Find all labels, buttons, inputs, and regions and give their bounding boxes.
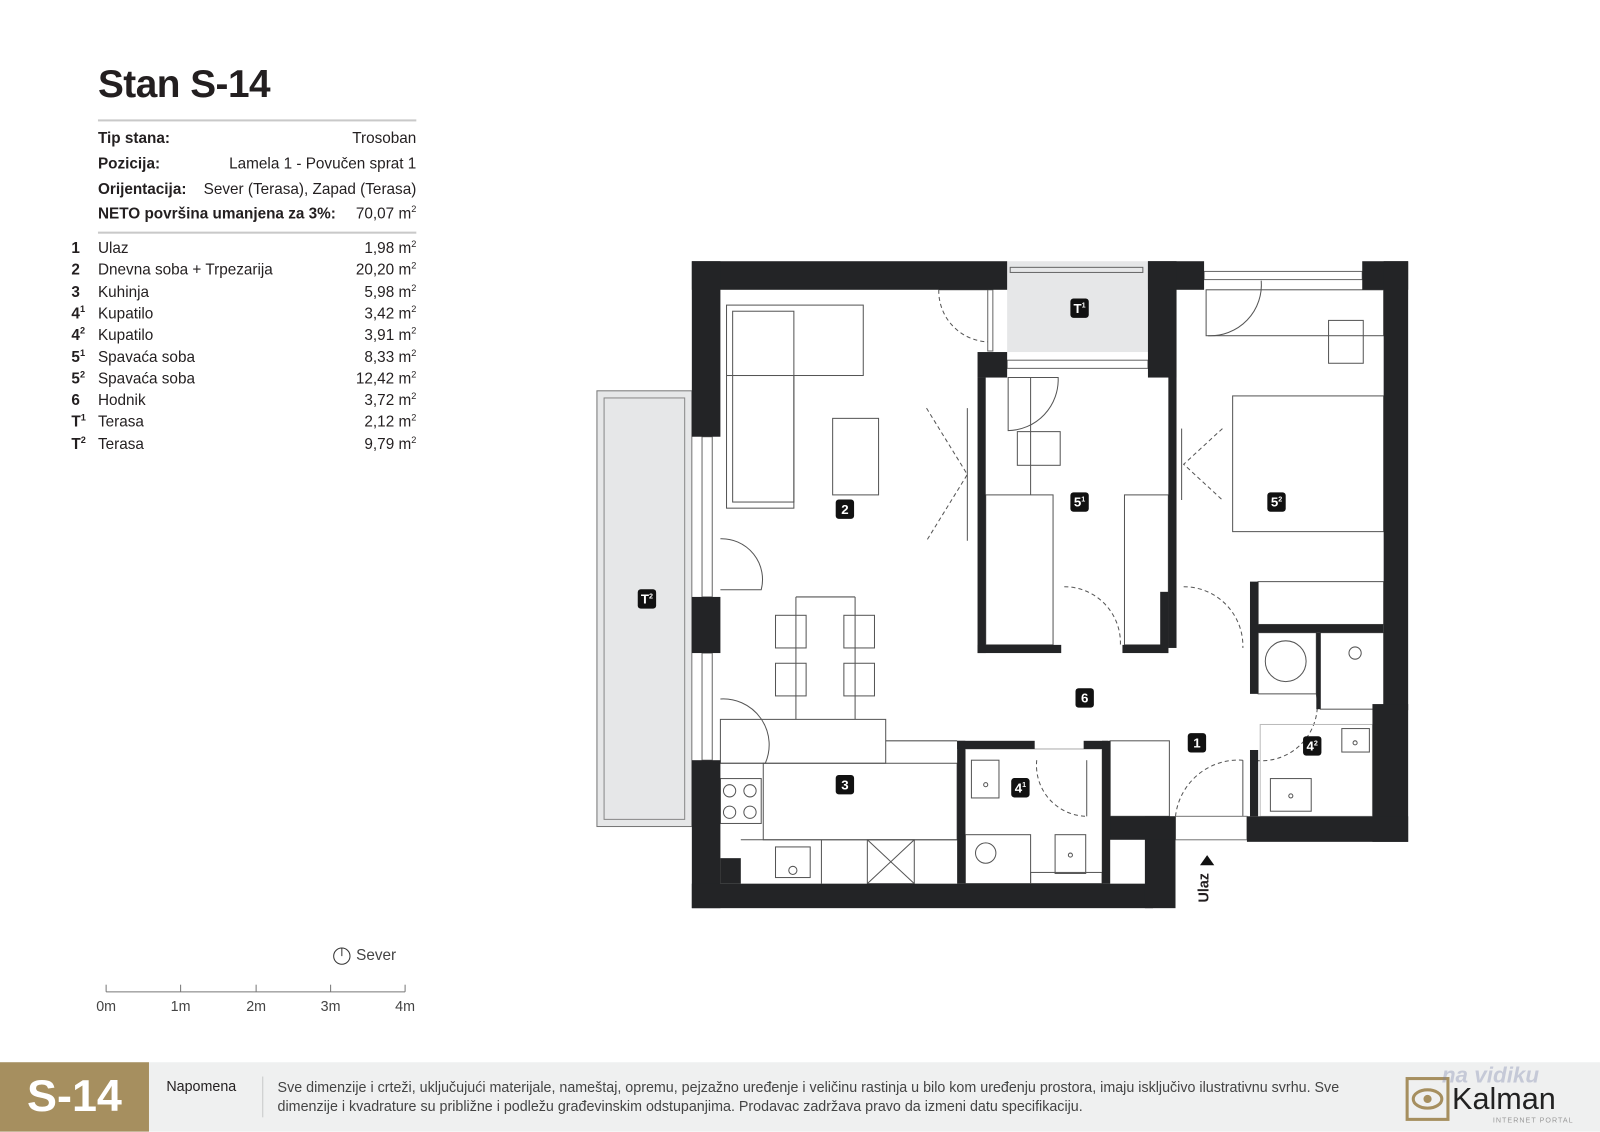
scale-tick-label: 2m (246, 997, 267, 1015)
watermark-sub: INTERNET PORTAL (1492, 1117, 1574, 1125)
watermark: na vidiku (1441, 1062, 1540, 1088)
note-label: Napomena (166, 1077, 237, 1094)
room-number: 52 (71, 369, 86, 388)
info-label: Pozicija: (97, 155, 161, 173)
room-tag-5-1: 51 (1070, 492, 1089, 512)
room-area: 2,12 m2 (364, 412, 417, 432)
logo-icon (1405, 1077, 1450, 1121)
room-tag-t2: T2 (637, 589, 657, 609)
room-row: 3 Kuhinja 5,98 m2 (71, 282, 417, 301)
room-number: 41 (71, 303, 86, 323)
room-tag-6: 6 (1075, 688, 1094, 708)
room-number: 3 (71, 283, 80, 301)
footer: S-14 Napomena Sve dimenzije i crteži, uk… (0, 1062, 1600, 1132)
info-value: Sever (Terasa), Zapad (Terasa) (203, 180, 417, 198)
room-number: T1 (71, 412, 86, 432)
room-row: 2 Dnevna soba + Trpezarija 20,20 m2 (71, 260, 417, 279)
info-value: Lamela 1 - Povučen sprat 1 (229, 155, 417, 173)
scale-tick-label: 4m (395, 997, 416, 1015)
room-number: 6 (71, 391, 80, 410)
scale-tick-label: 1m (170, 997, 191, 1015)
room-tag-3: 3 (835, 774, 855, 795)
divider (97, 119, 417, 122)
room-name: Spavaća soba (97, 370, 195, 388)
unit-badge: S-14 (0, 1062, 149, 1132)
room-row: T2 Terasa 9,79 m2 (71, 434, 417, 453)
info-value: Trosoban (352, 129, 417, 147)
room-name: Kupatilo (97, 304, 154, 323)
room-name: Ulaz (97, 239, 129, 258)
room-row: 51 Spavaća soba 8,33 m2 (71, 347, 417, 366)
room-tag-4-2: 42 (1303, 736, 1322, 756)
room-number: 42 (71, 325, 86, 345)
walls (691, 261, 1409, 909)
room-row: 41 Kupatilo 3,42 m2 (71, 303, 417, 323)
room-name: Kuhinja (97, 283, 150, 301)
room-area: 12,42 m2 (355, 369, 417, 388)
room-name: Dnevna soba + Trpezarija (97, 261, 273, 279)
scale-tick-label: 0m (96, 997, 117, 1015)
room-name: Hodnik (97, 391, 146, 410)
info-label: Tip stana: (97, 129, 170, 147)
room-tag-2: 2 (835, 499, 855, 519)
room-area: 1,98 m2 (364, 238, 417, 258)
room-number: 2 (71, 261, 80, 279)
room-name: Terasa (97, 413, 144, 432)
divider (97, 231, 417, 234)
page-title: Stan S-14 (97, 63, 271, 107)
room-tag-5-2: 52 (1267, 492, 1286, 512)
info-row-orientation: Orijentacija: Sever (Terasa), Zapad (Tera… (98, 181, 416, 198)
note-text: Sve dimenzije i crteži, uključujući mate… (277, 1078, 1340, 1115)
room-area: 20,20 m2 (355, 260, 417, 279)
room-number: 51 (71, 347, 86, 366)
divider (262, 1076, 264, 1118)
room-name: Kupatilo (97, 326, 154, 345)
scale-bar (105, 984, 406, 993)
room-area: 3,91 m2 (364, 325, 417, 345)
room-tag-1: 1 (1187, 733, 1207, 753)
info-row-position: Pozicija: Lamela 1 - Povučen sprat 1 (98, 155, 416, 172)
entrance-arrow-icon (1199, 855, 1215, 866)
room-tag-t1: T1 (1070, 298, 1089, 318)
kalman-logo: Kalman na vidiku INTERNET PORTAL (1403, 1062, 1582, 1127)
compass-label: Sever (356, 946, 397, 965)
room-number: 1 (71, 239, 80, 258)
info-label: Orijentacija: (97, 180, 187, 198)
info-value: 70,07 m2 (355, 204, 417, 223)
scale-tick-label: 3m (320, 997, 341, 1015)
room-name: Terasa (97, 435, 144, 453)
room-row: 52 Spavaća soba 12,42 m2 (71, 369, 417, 388)
room-row: 1 Ulaz 1,98 m2 (71, 238, 417, 258)
room-area: 5,98 m2 (364, 282, 417, 301)
room-area: 3,42 m2 (364, 303, 417, 323)
entrance-label: Ulaz (1195, 873, 1212, 903)
info-row-type: Tip stana: Trosoban (98, 130, 416, 147)
info-row-net-area: NETO površina umanjena za 3%: 70,07 m2 (97, 204, 417, 223)
room-tag-4-1: 41 (1011, 778, 1030, 798)
room-row: 6 Hodnik 3,72 m2 (71, 390, 417, 410)
room-name: Spavaća soba (97, 348, 195, 366)
room-number: T2 (71, 434, 86, 453)
room-area: 9,79 m2 (364, 434, 417, 453)
room-area: 8,33 m2 (364, 347, 417, 366)
room-row: 42 Kupatilo 3,91 m2 (71, 325, 417, 345)
info-label: NETO površina umanjena za 3%: (97, 205, 336, 223)
room-row: T1 Terasa 2,12 m2 (71, 412, 417, 432)
room-area: 3,72 m2 (364, 390, 417, 410)
